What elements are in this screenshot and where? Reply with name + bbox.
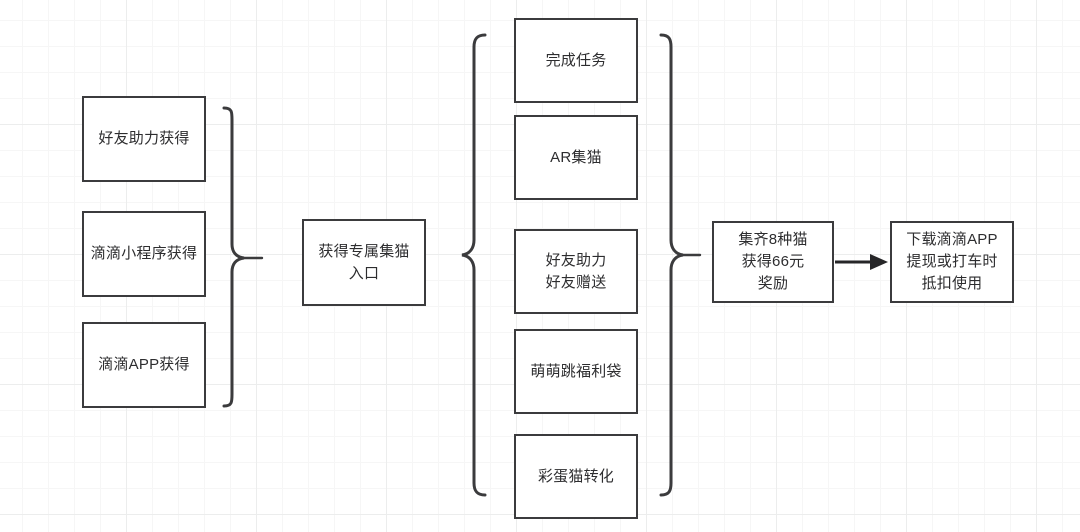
node-reward-8-cats[interactable]: 集齐8种猫 获得66元 奖励 — [712, 221, 834, 303]
brace-left-sources-icon — [224, 108, 244, 406]
node-entry-exclusive-cat[interactable]: 获得专属集猫 入口 — [302, 219, 426, 306]
node-method-complete-task[interactable]: 完成任务 — [514, 18, 638, 103]
brace-methods-open-icon — [462, 35, 485, 495]
node-method-easteregg-cat[interactable]: 彩蛋猫转化 — [514, 434, 638, 519]
brace-methods-close-icon — [661, 35, 683, 495]
node-method-ar-cat[interactable]: AR集猫 — [514, 115, 638, 200]
arrow-reward-to-redeem-head — [870, 254, 888, 270]
node-source-miniprogram[interactable]: 滴滴小程序获得 — [82, 211, 206, 297]
node-method-friend-help-gift[interactable]: 好友助力 好友赠送 — [514, 229, 638, 314]
node-source-friend-help[interactable]: 好友助力获得 — [82, 96, 206, 182]
node-method-mengmengtiao[interactable]: 萌萌跳福利袋 — [514, 329, 638, 414]
node-source-app[interactable]: 滴滴APP获得 — [82, 322, 206, 408]
node-redeem-didi-app[interactable]: 下载滴滴APP 提现或打车时 抵扣使用 — [890, 221, 1014, 303]
